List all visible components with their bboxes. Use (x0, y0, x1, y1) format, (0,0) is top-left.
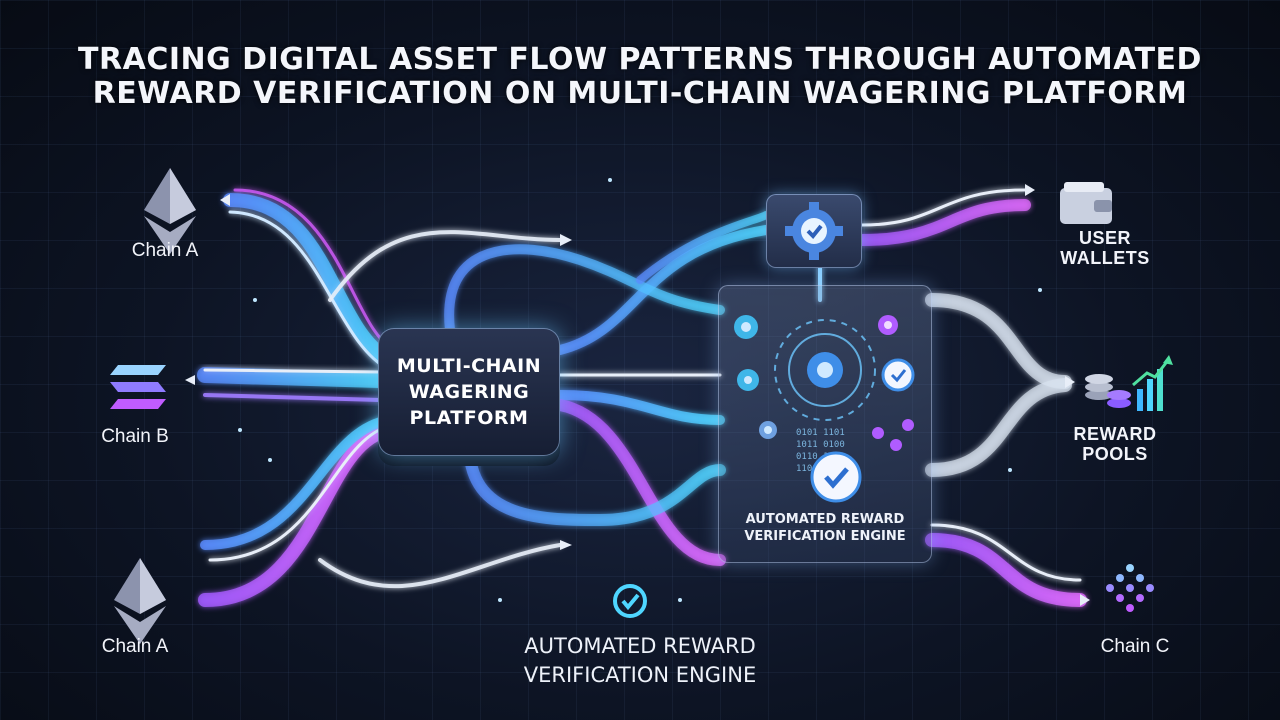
hub-line-2: WAGERING (408, 381, 530, 403)
verification-gear-box (766, 194, 862, 268)
svg-text:1011 0100: 1011 0100 (796, 440, 845, 450)
gear-icon (807, 352, 843, 388)
ethereum-icon (114, 558, 166, 644)
check-circle-icon (881, 358, 915, 392)
title-line-1: TRACING DIGITAL ASSET FLOW PATTERNS THRO… (78, 42, 1202, 77)
chain-a-top-label: Chain A (131, 240, 199, 261)
flow-hub-to-engine (444, 225, 771, 566)
chain-b-label: Chain B (101, 426, 169, 447)
reward-pools-line-2: POOLS (1082, 444, 1148, 464)
flow-to-destinations (636, 188, 1087, 607)
chain-c-label: Chain C (1100, 636, 1170, 657)
bottom-engine-line-1: AUTOMATED REWARD (524, 634, 756, 658)
flow-chain-b (197, 367, 388, 402)
coins-growth-icon (1085, 355, 1173, 411)
gear-icon (734, 315, 758, 339)
user-wallets-line-1: USER (1078, 228, 1131, 248)
gear-icon (878, 315, 898, 335)
user-wallets-line-2: WALLETS (1060, 248, 1150, 268)
arrowheads (185, 184, 1090, 606)
check-circle-icon (810, 451, 862, 503)
user-wallets-label: USER WALLETS (1050, 228, 1160, 268)
engine-line-2: VERIFICATION ENGINE (744, 529, 906, 544)
gear-check-icon (785, 202, 843, 260)
ethereum-icon (144, 168, 196, 254)
wallet-icon (1060, 182, 1112, 224)
flow-chain-a-bottom (198, 415, 562, 607)
hub-line-3: PLATFORM (409, 407, 529, 429)
wagering-platform-hub: MULTI-CHAIN WAGERING PLATFORM (378, 328, 560, 456)
bottom-engine-label: AUTOMATED REWARD VERIFICATION ENGINE (470, 632, 810, 690)
check-circle-icon (613, 584, 647, 618)
svg-text:0101 1101: 0101 1101 (796, 428, 845, 438)
gear-icon (737, 369, 759, 391)
dot-network-icon (1106, 564, 1154, 612)
gear-icon (759, 421, 777, 439)
title-line-2: REWARD VERIFICATION ON MULTI-CHAIN WAGER… (92, 76, 1188, 111)
solana-icon (110, 365, 166, 409)
reward-pools-line-1: REWARD (1073, 424, 1157, 444)
reward-pools-label: REWARD POOLS (1060, 424, 1170, 464)
particle-dots (238, 178, 1042, 602)
chain-a-bottom-label: Chain A (101, 636, 169, 657)
bottom-engine-line-2: VERIFICATION ENGINE (523, 663, 757, 687)
engine-line-1: AUTOMATED REWARD (745, 512, 905, 527)
hub-line-1: MULTI-CHAIN (396, 355, 542, 377)
